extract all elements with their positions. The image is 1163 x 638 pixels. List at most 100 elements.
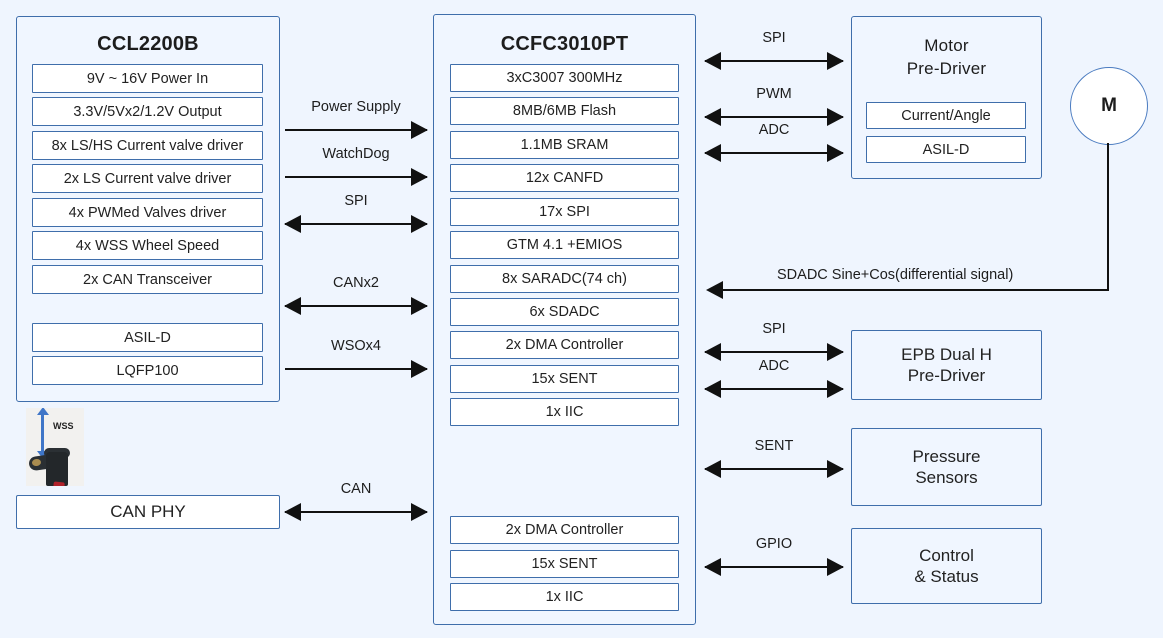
arrow-head-right-icon	[411, 360, 428, 378]
arrow-adc-motor: ADC	[704, 122, 844, 164]
arrow-shaft	[705, 468, 843, 470]
panel-control-status: Control & Status	[851, 528, 1042, 604]
ccfc-feature-2: 1.1MB SRAM	[450, 131, 679, 159]
arrow-adc-epb-label: ADC	[758, 358, 790, 374]
ccl-qualifier-0: ASIL-D	[32, 323, 263, 352]
ccfc-feature-3: 12x CANFD	[450, 164, 679, 192]
arrow-canx2: CANx2	[284, 275, 428, 317]
arrow-adc-motor-label: ADC	[758, 122, 790, 138]
arrow-head-right-icon	[411, 168, 428, 186]
arrow-pwm-motor: PWM	[704, 86, 844, 128]
arrow-sent-pressure: SENT	[704, 438, 844, 480]
arrow-head-right-icon	[827, 460, 844, 478]
arrow-head-right-icon	[827, 52, 844, 70]
panel-ccfc3010pt-title: CCFC3010PT	[500, 33, 629, 55]
arrow-head-left-icon	[704, 52, 721, 70]
arrow-shaft	[285, 129, 427, 131]
arrow-head-left-icon	[284, 215, 301, 233]
arrow-head-left-icon	[704, 558, 721, 576]
ccl-feature-2: 8x LS/HS Current valve driver	[32, 131, 263, 160]
arrow-power-supply-label: Power Supply	[311, 99, 401, 115]
arrow-spi-epb: SPI	[704, 321, 844, 363]
arrow-head-right-icon	[411, 503, 428, 521]
arrow-can-label: CAN	[340, 481, 372, 497]
arrow-adc-epb: ADC	[704, 358, 844, 400]
can-phy-box: CAN PHY	[16, 495, 280, 529]
ccfc-feature-bottom-2: 1x IIC	[450, 583, 679, 611]
sensor-body	[46, 452, 68, 486]
arrow-head-right-icon	[827, 380, 844, 398]
arrow-power-supply: Power Supply	[285, 99, 428, 141]
ccl-feature-4: 4x PWMed Valves driver	[32, 198, 263, 227]
wss-sensor-image: WSS	[26, 408, 84, 486]
ccfc-feature-4: 17x SPI	[450, 198, 679, 226]
arrow-head-right-icon	[411, 297, 428, 315]
ccfc-feature-6: 8x SARADC(74 ch)	[450, 265, 679, 293]
arrow-head-right-icon	[827, 108, 844, 126]
motor-lead-line	[1107, 143, 1109, 290]
ccfc-feature-1: 8MB/6MB Flash	[450, 97, 679, 125]
arrow-head-left-icon	[284, 503, 301, 521]
panel-epb-dual-h-pre-driver: EPB Dual H Pre-Driver	[851, 330, 1042, 400]
arrow-shaft	[285, 305, 427, 307]
sensor-cable	[52, 481, 65, 486]
motor-pre-driver-title: Motor Pre-Driver	[906, 36, 987, 78]
motor-symbol: M	[1070, 67, 1148, 145]
arrow-spi-left: SPI	[284, 193, 428, 235]
arrow-head-right-icon	[827, 144, 844, 162]
wss-label: WSS	[53, 421, 74, 431]
ccl-feature-5: 4x WSS Wheel Speed	[32, 231, 263, 260]
arrow-shaft	[705, 60, 843, 62]
ccfc-feature-9: 15x SENT	[450, 365, 679, 393]
wss-double-arrow-icon	[36, 408, 49, 459]
ccfc-feature-0: 3xC3007 300MHz	[450, 64, 679, 92]
arrow-shaft	[705, 388, 843, 390]
arrow-head-left-icon	[704, 460, 721, 478]
ccl-feature-0: 9V ~ 16V Power In	[32, 64, 263, 93]
arrow-wsox4-label: WSOx4	[331, 338, 381, 354]
ccl-feature-3: 2x LS Current valve driver	[32, 164, 263, 193]
ccfc-feature-8: 2x DMA Controller	[450, 331, 679, 359]
arrow-wsox4: WSOx4	[285, 338, 428, 380]
arrow-spi-left-label: SPI	[344, 193, 368, 209]
arrow-shaft	[705, 116, 843, 118]
ccfc-feature-bottom-1: 15x SENT	[450, 550, 679, 578]
arrow-head-left-icon	[704, 108, 721, 126]
arrow-shaft	[285, 176, 427, 178]
arrow-watchdog: WatchDog	[285, 146, 428, 188]
arrow-watchdog-label: WatchDog	[322, 146, 390, 162]
sdadc-line	[722, 289, 1109, 291]
ccl-feature-6: 2x CAN Transceiver	[32, 265, 263, 294]
arrow-shaft	[285, 511, 427, 513]
motor-label: M	[1101, 95, 1117, 116]
motor-pre-driver-item-1: ASIL-D	[866, 136, 1026, 163]
arrow-sent-pressure-label: SENT	[754, 438, 794, 454]
arrow-pwm-motor-label: PWM	[756, 86, 792, 102]
ccl-qualifier-1: LQFP100	[32, 356, 263, 385]
panel-pressure-sensors: Pressure Sensors	[851, 428, 1042, 506]
arrow-can: CAN	[284, 481, 428, 523]
panel-ccl2200b-title: CCL2200B	[97, 33, 199, 55]
motor-pre-driver-item-0: Current/Angle	[866, 102, 1026, 129]
ccl-feature-1: 3.3V/5Vx2/1.2V Output	[32, 97, 263, 126]
arrow-head-left-icon	[704, 343, 721, 361]
arrow-head-left-icon	[704, 144, 721, 162]
arrow-head-left-icon	[284, 297, 301, 315]
arrow-shaft	[285, 223, 427, 225]
arrow-head-right-icon	[827, 558, 844, 576]
ccfc-feature-10: 1x IIC	[450, 398, 679, 426]
arrow-shaft	[705, 566, 843, 568]
arrow-spi-motor-label: SPI	[762, 30, 786, 46]
arrow-canx2-label: CANx2	[333, 275, 379, 291]
ccfc-feature-bottom-0: 2x DMA Controller	[450, 516, 679, 544]
arrow-gpio-control-label: GPIO	[755, 536, 793, 552]
arrow-head-right-icon	[411, 121, 428, 139]
arrow-shaft	[285, 368, 427, 370]
arrow-head-right-icon	[411, 215, 428, 233]
arrow-head-left-icon	[704, 380, 721, 398]
arrow-spi-epb-label: SPI	[762, 321, 786, 337]
arrow-gpio-control: GPIO	[704, 536, 844, 578]
arrow-spi-motor: SPI	[704, 30, 844, 72]
arrow-head-right-icon	[827, 343, 844, 361]
ccfc-feature-7: 6x SDADC	[450, 298, 679, 326]
